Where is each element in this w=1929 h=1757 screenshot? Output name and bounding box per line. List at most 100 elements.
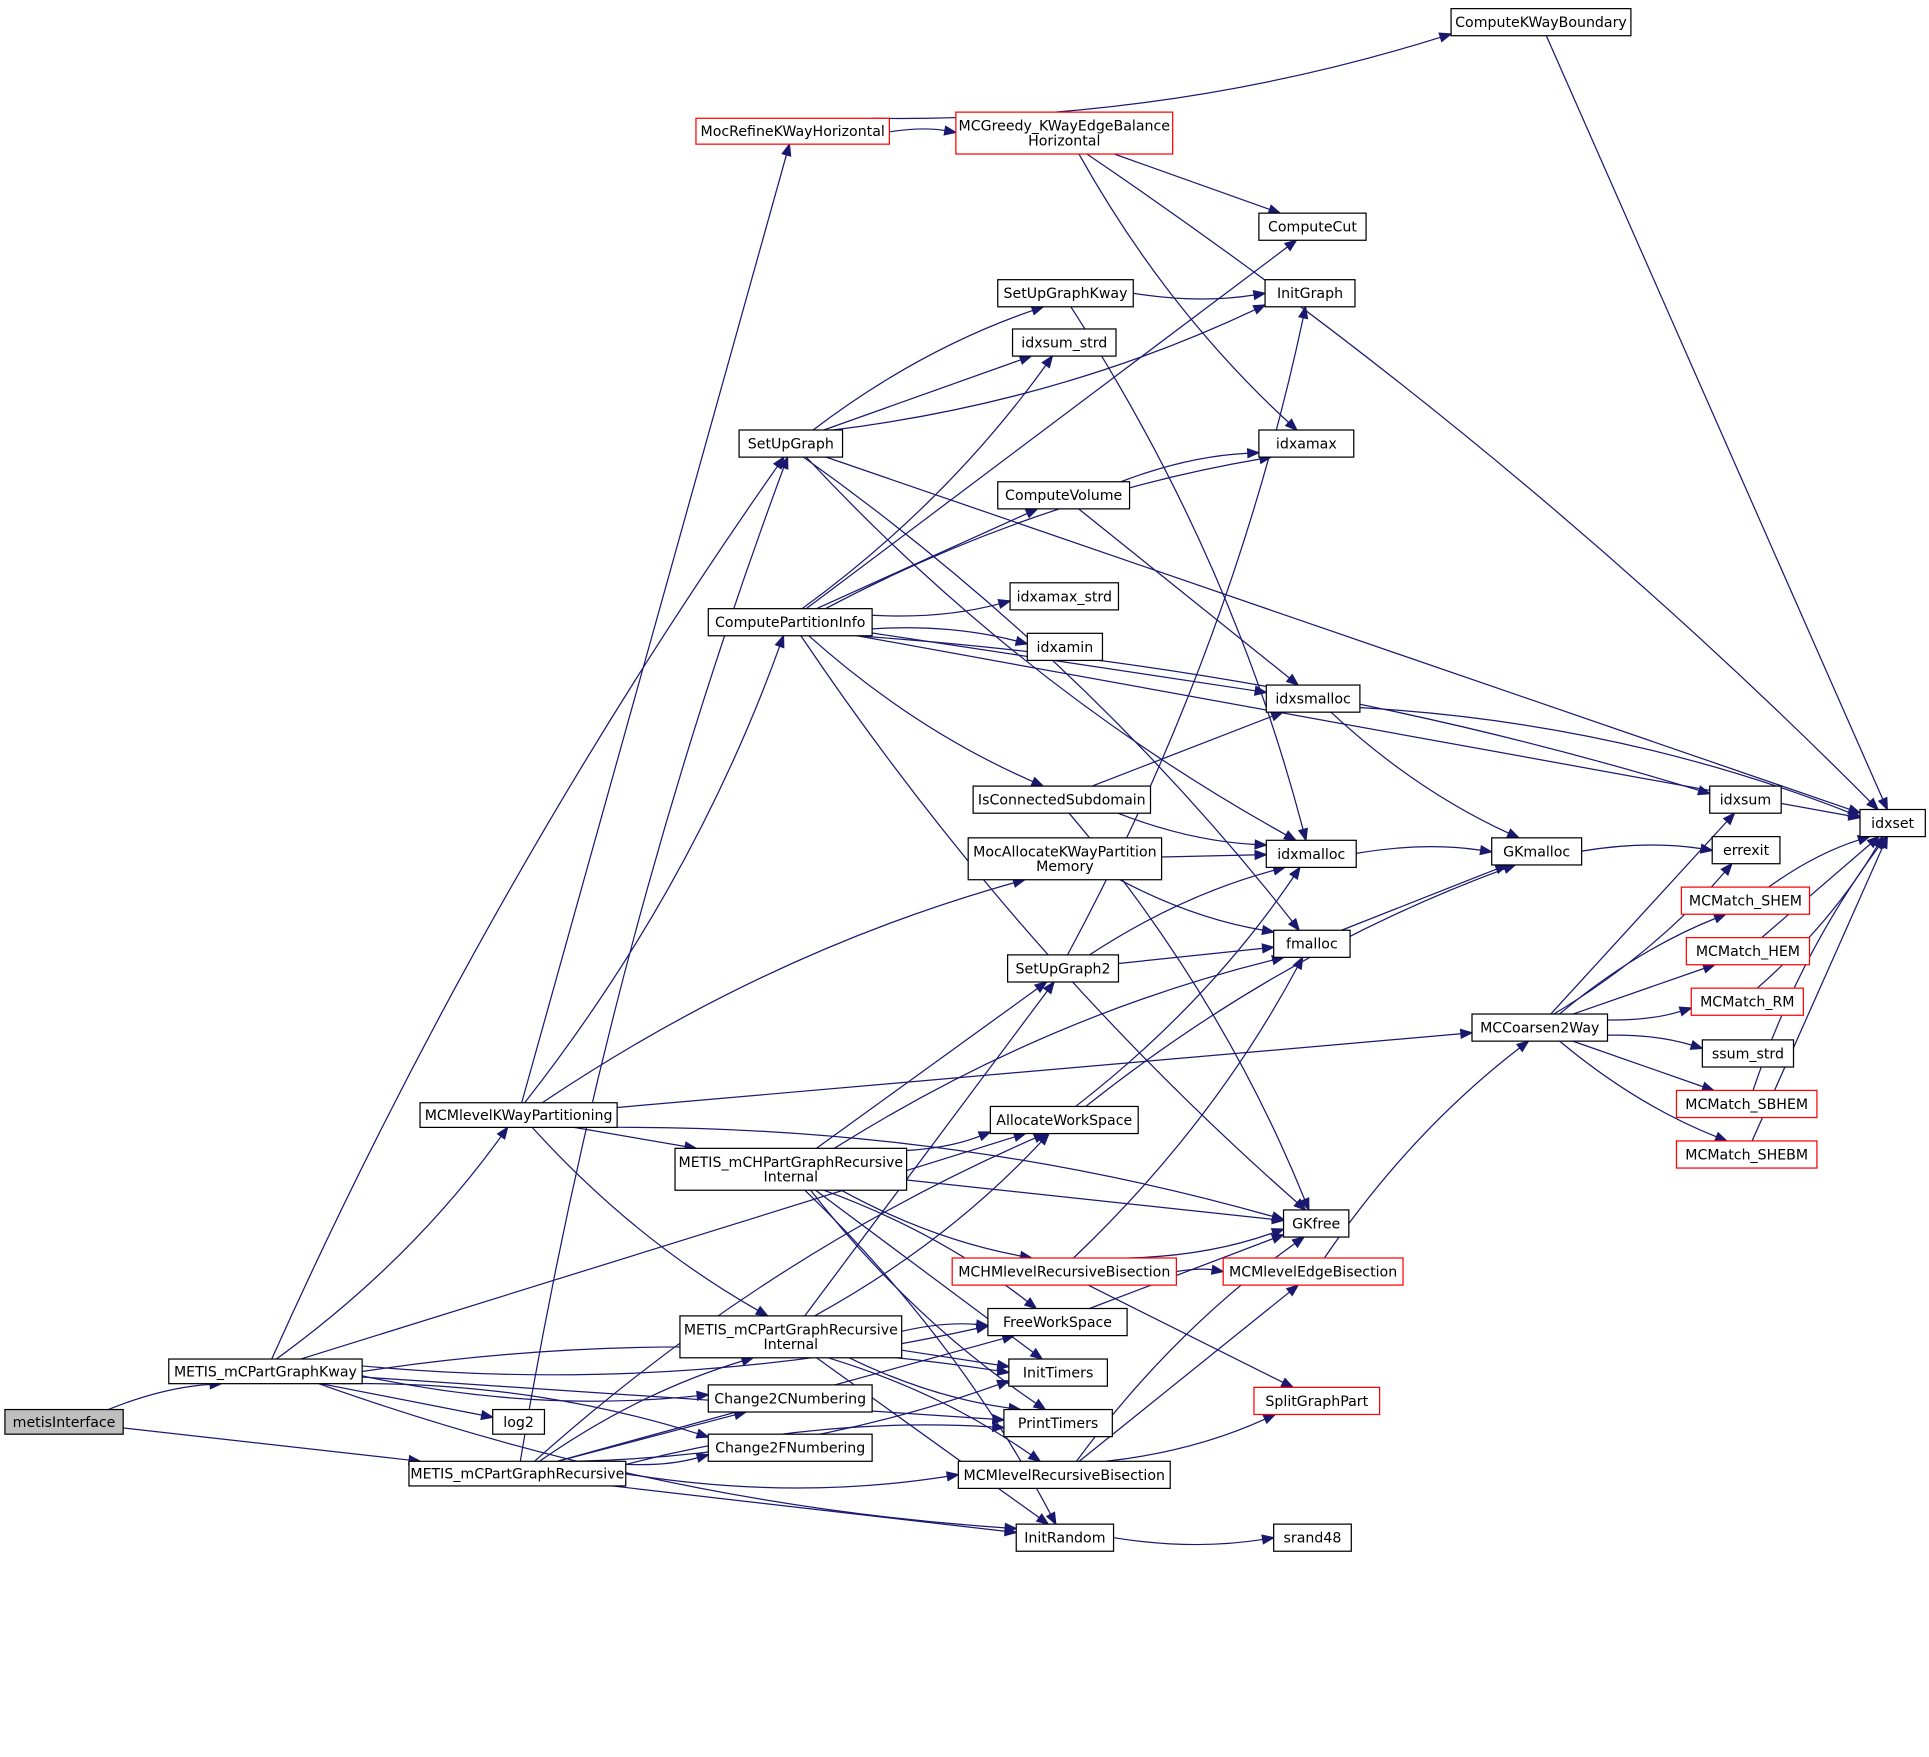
arrowhead-icon [1291, 1236, 1306, 1249]
node-compute-cut[interactable]: ComputeCut [1258, 212, 1367, 241]
node-idxamin[interactable]: idxamin [1026, 632, 1104, 662]
node-srand48[interactable]: srand48 [1273, 1523, 1352, 1552]
node-log2[interactable]: log2 [492, 1408, 546, 1435]
node-idxsum[interactable]: idxsum [1709, 785, 1782, 814]
edge-line [625, 1424, 993, 1466]
node-label: MocAllocateKWayPartition [973, 844, 1156, 860]
arrowhead-icon [977, 1131, 992, 1142]
edge-is-connected-subdomain-to-idxmalloc [1117, 812, 1268, 850]
node-mcmatch-rm[interactable]: MCMatch_RM [1690, 987, 1804, 1016]
node-is-connected-subdomain[interactable]: IsConnectedSubdomain [972, 785, 1152, 814]
node-metis-m-cpart-graph-kway[interactable]: METIS_mCPartGraphKway [168, 1358, 363, 1385]
node-gkfree[interactable]: GKfree [1282, 1209, 1350, 1238]
edge-line [1089, 1238, 1274, 1310]
node-metis-interface[interactable]: metisInterface [4, 1408, 124, 1435]
node-box [972, 785, 1152, 814]
arrowhead-icon [1714, 1131, 1729, 1142]
arrowhead-icon [975, 1319, 990, 1330]
node-moc-refine-kway-horizontal[interactable]: MocRefineKWayHorizontal [695, 117, 890, 145]
edge-metis-m-cpart-graph-recursive-to-change2-fnumbering [625, 1452, 710, 1466]
node-compute-volume[interactable]: ComputeVolume [997, 481, 1131, 510]
edges-layer [108, 32, 1888, 1546]
node-idxamax-strd[interactable]: idxamax_strd [1009, 582, 1120, 611]
node-init-timers[interactable]: InitTimers [1008, 1358, 1109, 1387]
node-free-work-space[interactable]: FreeWorkSpace [987, 1307, 1128, 1337]
edge-line [804, 990, 1048, 1317]
node-label: fmalloc [1286, 937, 1338, 953]
node-fmalloc[interactable]: fmalloc [1273, 929, 1351, 958]
node-change2-cnumbering[interactable]: Change2CNumbering [707, 1384, 873, 1413]
node-set-up-graph[interactable]: SetUpGraph [738, 429, 844, 458]
edge-line [524, 645, 781, 1104]
node-mccoarsen2-way[interactable]: MCCoarsen2Way [1471, 1013, 1609, 1042]
node-box [738, 429, 844, 458]
node-print-timers[interactable]: PrintTimers [1003, 1408, 1113, 1438]
edge-line [1087, 1284, 1284, 1383]
node-compute-kway-boundary[interactable]: ComputeKWayBoundary [1450, 8, 1632, 37]
nodes-layer: metisInterfaceMETIS_mCPartGraphKwayMETIS… [4, 8, 1926, 1552]
node-label: MCGreedy_KWayEdgeBalance [959, 119, 1170, 135]
node-mcmlevel-kway-partitioning[interactable]: MCMlevelKWayPartitioning [419, 1102, 618, 1129]
node-box [707, 1433, 873, 1462]
arrowhead-icon [696, 1390, 710, 1402]
node-idxmalloc[interactable]: idxmalloc [1265, 839, 1357, 869]
node-idxsum-strd[interactable]: idxsum_strd [1011, 328, 1117, 357]
node-box [1258, 429, 1355, 458]
arrowhead-icon [1029, 1347, 1044, 1361]
node-errexit[interactable]: errexit [1711, 835, 1781, 865]
node-box [1701, 1039, 1795, 1068]
node-mcmatch-shem[interactable]: MCMatch_SHEM [1680, 886, 1811, 915]
node-init-graph[interactable]: InitGraph [1264, 279, 1356, 308]
edge-set-up-graph-to-idxsum-strd [823, 355, 1033, 431]
node-compute-partition-info[interactable]: ComputePartitionInfo [707, 608, 873, 637]
node-label: idxsum_strd [1021, 335, 1107, 351]
node-idxamax[interactable]: idxamax [1258, 429, 1355, 458]
edge-mccoarsen2-way-to-ssum-strd [1607, 1034, 1704, 1050]
node-idxsmalloc[interactable]: idxsmalloc [1265, 684, 1361, 713]
node-gkmalloc[interactable]: GKmalloc [1491, 837, 1583, 866]
node-mcmatch-sbhem[interactable]: MCMatch_SBHEM [1675, 1089, 1818, 1119]
edge-line [801, 364, 1047, 610]
arrowhead-icon [1262, 1413, 1277, 1425]
edge-metis-m-cpart-graph-kway-to-mcmlevel-kway-partitioning [276, 1126, 509, 1360]
node-box [1015, 1523, 1115, 1552]
node-mcmatch-hem[interactable]: MCMatch_HEM [1685, 937, 1811, 966]
arrowhead-icon [695, 1428, 710, 1439]
edge-line [1128, 1232, 1274, 1259]
node-split-graph-part[interactable]: SplitGraphPart [1253, 1386, 1381, 1416]
edge-allocate-work-space-to-gkmalloc [1085, 864, 1517, 1107]
edge-line [1768, 839, 1860, 888]
edge-line [1114, 153, 1270, 211]
node-metis-m-cpart-graph-recursive[interactable]: METIS_mCPartGraphRecursive [408, 1460, 627, 1487]
arrowhead-icon [1459, 1028, 1474, 1040]
node-change2-fnumbering[interactable]: Change2FNumbering [707, 1433, 873, 1462]
edge-metis-m-chpart-graph-recursive-internal-to-mchmlevel-recursive-bisection [840, 1189, 1034, 1261]
edge-line [805, 246, 1288, 610]
node-set-up-graph2[interactable]: SetUpGraph2 [1006, 954, 1120, 983]
node-mchmlevel-recursive-bisection[interactable]: MCHMlevelRecursiveBisection [951, 1257, 1177, 1286]
node-allocate-work-space[interactable]: AllocateWorkSpace [989, 1105, 1139, 1135]
node-mcmlevel-edge-bisection[interactable]: MCMlevelEdgeBisection [1222, 1257, 1404, 1286]
edge-line [1356, 846, 1481, 855]
edge-line [1078, 1291, 1290, 1462]
node-mcmatch-shebm[interactable]: MCMatch_SHEBM [1675, 1140, 1818, 1169]
edge-set-up-graph-to-idxset [826, 456, 1862, 815]
node-ssum-strd[interactable]: ssum_strd [1701, 1039, 1795, 1068]
arrowhead-icon [1283, 239, 1298, 252]
node-label: ComputeKWayBoundary [1455, 15, 1627, 31]
arrowhead-icon [1283, 830, 1298, 842]
arrowhead-icon [1689, 1039, 1704, 1050]
arrowhead-icon [996, 1379, 1011, 1390]
node-idxset[interactable]: idxset [1859, 808, 1926, 838]
edge-idxsmalloc-to-idxset [1359, 707, 1862, 818]
arrowhead-icon [1479, 844, 1494, 856]
node-mcmlevel-recursive-bisection[interactable]: MCMlevelRecursiveBisection [957, 1460, 1171, 1490]
arrowhead-icon [1253, 685, 1268, 696]
node-set-up-graph-kway[interactable]: SetUpGraphKway [997, 279, 1134, 308]
node-init-random[interactable]: InitRandom [1015, 1523, 1115, 1552]
arrowhead-icon [1037, 1132, 1051, 1146]
